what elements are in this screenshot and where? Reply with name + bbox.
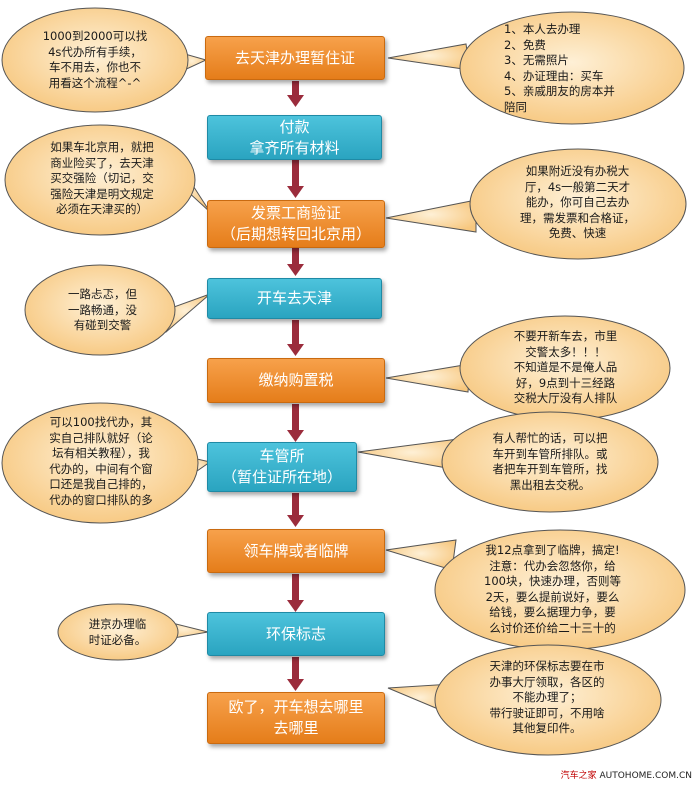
watermark-domain: AUTOHOME.COM.CN xyxy=(599,771,692,781)
step-2-line-2: 拿齐所有材料 xyxy=(249,138,340,157)
arrow-6 xyxy=(287,493,304,527)
step-9: 欧了，开车想去哪里去哪里 xyxy=(207,692,385,744)
arrow-8 xyxy=(287,657,304,691)
arrow-2 xyxy=(287,160,304,198)
watermark-footer: 汽车之家 AUTOHOME.COM.CN xyxy=(561,768,692,781)
note-3: 如果车北京用，就把 商业险买了，去天津 买交强险（切记，交 强险天津是明文规定 … xyxy=(50,140,154,216)
step-8-line-1: 环保标志 xyxy=(265,624,326,643)
step-8: 环保标志 xyxy=(207,612,385,656)
step-3-line-1: 发票工商验证 xyxy=(250,204,341,222)
arrow-4 xyxy=(287,320,304,356)
callout-bubbles xyxy=(1,7,687,756)
step-5-line-1: 缴纳购置税 xyxy=(258,371,334,389)
step-4: 开车去天津 xyxy=(207,278,382,319)
step-7-line-1: 领车牌或者临牌 xyxy=(243,541,349,560)
note-10: 进京办理临 时证必备。 xyxy=(88,617,147,647)
bubble-1 xyxy=(1,7,208,113)
bubble-7 xyxy=(1,402,212,524)
step-6-line-2: （暂住证所在地） xyxy=(221,468,342,486)
note-8: 有人帮忙的话，可以把 车开到车管所排队。或 者把车开到车管所，找 黑出租去交税。 xyxy=(492,431,608,492)
bubble-2 xyxy=(387,11,685,125)
arrow-5 xyxy=(287,404,304,442)
arrow-3 xyxy=(287,248,304,276)
step-3-line-2: （后期想转回北京用） xyxy=(220,225,371,243)
note-5: 一路忐忑，但 一路畅通，没 有碰到交警 xyxy=(68,287,137,332)
note-2: 1、本人去办理 2、免费 3、无需照片 4、办证理由：买车 5、亲戚朋友的房本并… xyxy=(504,22,615,114)
bubble-11 xyxy=(387,644,662,756)
step-2-line-1: 付款 xyxy=(279,117,310,136)
note-1: 1000到2000可以找 4s代办所有手续， 车不用去，你也不 用看这个流程^-… xyxy=(42,29,148,90)
note-9: 我12点拿到了临牌，搞定! 注意：代办会忽悠你，给 100块，快速办理，否则等 … xyxy=(484,543,621,635)
bubble-10 xyxy=(57,603,209,661)
step-6-line-1: 车管所 xyxy=(259,447,305,465)
bubble-3 xyxy=(4,124,211,236)
note-4: 如果附近没有办税大 厅，4s一般第二天才 能办，你可自己去办 理，需发票和合格证… xyxy=(520,164,635,240)
step-6: 车管所 （暂住证所在地） xyxy=(207,442,357,492)
step-2: 付款拿齐所有材料 xyxy=(207,115,382,160)
note-11: 天津的环保标志要在市 办事大厅领取，各区的 不能办理了； 带行驶证即可，不用啥 … xyxy=(489,659,605,735)
flow-arrows xyxy=(287,81,304,691)
step-7: 领车牌或者临牌 xyxy=(207,529,385,573)
arrow-7 xyxy=(287,574,304,612)
step-9-line-1: 欧了，开车想去哪里 xyxy=(228,698,364,716)
step-4-line-1: 开车去天津 xyxy=(256,289,332,307)
step-5: 缴纳购置税 xyxy=(207,358,385,403)
step-9-line-2: 去哪里 xyxy=(273,719,319,737)
note-6: 不要开新车去，市里 交警太多！！！ 不知道是不是俺人品 好，9点到十三经路 交税… xyxy=(513,329,618,405)
watermark-site: 汽车之家 xyxy=(560,771,597,781)
bubble-6 xyxy=(385,315,671,421)
step-1: 去天津办理暂住证 xyxy=(205,36,385,80)
bubble-5 xyxy=(24,264,211,356)
step-1-line-1: 去天津办理暂住证 xyxy=(234,48,355,67)
bubble-8 xyxy=(357,411,659,513)
step-3: 发票工商验证 （后期想转回北京用） xyxy=(207,200,385,248)
bubble-4 xyxy=(385,148,687,260)
note-7: 可以100找代办，其 实自己排队就好（论 坛有相关教程），我 代办的，中间有个窗… xyxy=(49,415,153,507)
arrow-1 xyxy=(287,81,304,107)
